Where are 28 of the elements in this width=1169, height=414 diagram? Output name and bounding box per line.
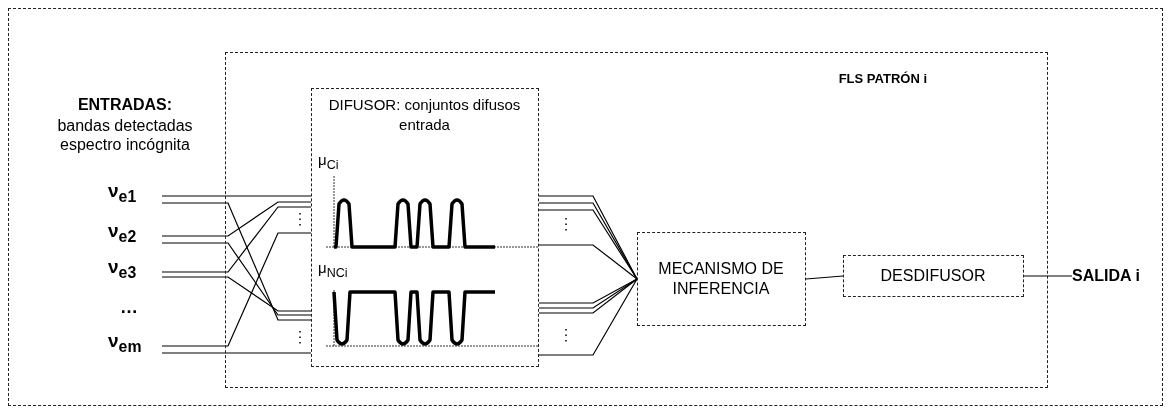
input-variable: ν$_{e2}$	[100, 220, 162, 250]
input-variable: ν$_{e3}$	[100, 256, 162, 286]
system-title: FLS PATRÓN i	[838, 71, 927, 86]
connector-line	[538, 278, 638, 356]
fuzzifier-box	[310, 87, 539, 367]
membership-label: μ$_{NCi}$	[318, 258, 349, 282]
system-box	[225, 52, 1048, 388]
process-box: MECANISMO DE INFERENCIA	[636, 231, 806, 326]
connector-line	[538, 244, 638, 280]
connector-line	[1023, 275, 1073, 277]
connector-line	[161, 242, 312, 316]
connector-line	[161, 352, 312, 354]
ellipsis-label: …	[120, 298, 139, 317]
connector-line	[161, 202, 312, 321]
connector-line	[161, 276, 312, 312]
input-variable: ν$_{em}$	[100, 330, 162, 360]
connector-line	[161, 232, 312, 347]
connector-line	[161, 206, 312, 273]
output-label: SALIDA i	[1072, 262, 1164, 290]
input-heading: ENTRADAS:	[76, 95, 174, 114]
input-variable: ν$_{e1}$	[100, 180, 162, 210]
connector-line	[161, 195, 312, 197]
box-title: DIFUSOR: conjuntos difusos entrada	[327, 94, 522, 135]
process-box: DESDIFUSOR	[842, 254, 1024, 297]
connector-line	[805, 275, 844, 280]
connector-line	[161, 201, 312, 237]
input-description: bandas detectadas espectro incógnita	[56, 116, 194, 154]
membership-label: μ$_{Ci}$	[318, 150, 340, 174]
